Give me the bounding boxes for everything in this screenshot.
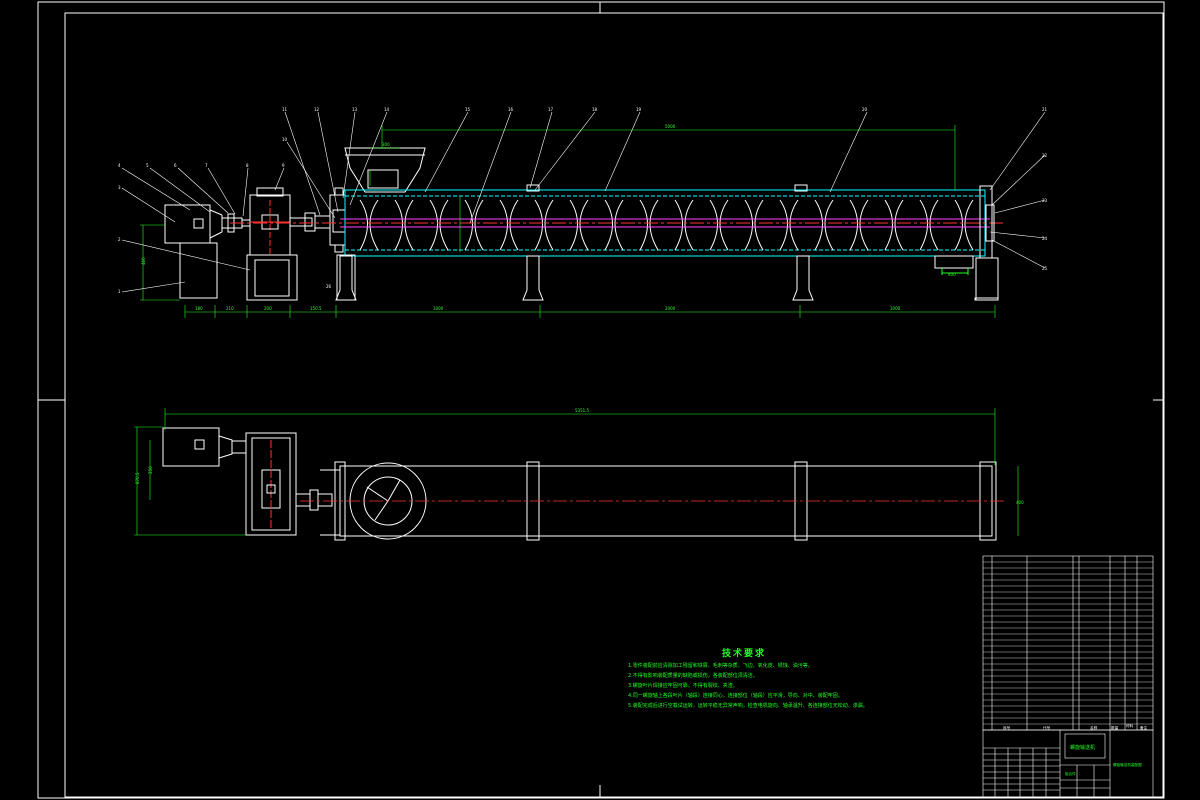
svg-text:10: 10 <box>282 137 288 142</box>
svg-text:7: 7 <box>205 163 208 168</box>
svg-text:24: 24 <box>1042 236 1048 241</box>
header-material: 材料 <box>1126 723 1134 728</box>
drive-end-flange <box>329 187 356 301</box>
tech-note-5: 5.装配完成后进行空载试运转，运转平稳无异常声响，检查电机旋向、轴承温升、各连接… <box>628 702 868 709</box>
part-balloons-front <box>121 111 1046 293</box>
front-section-view: 5000 300 460 180 210 200 150.5 1000 2000… <box>118 107 1048 318</box>
svg-text:5351.5: 5351.5 <box>575 408 589 413</box>
gear-reducer <box>246 187 298 301</box>
svg-text:26: 26 <box>326 284 332 289</box>
svg-text:13: 13 <box>352 107 358 112</box>
svg-text:300: 300 <box>382 142 390 147</box>
trough-supports <box>335 255 814 301</box>
svg-text:21: 21 <box>1042 107 1048 112</box>
svg-text:18: 18 <box>592 107 598 112</box>
svg-text:2000: 2000 <box>665 306 676 311</box>
header-qty: 数量 <box>1111 725 1119 730</box>
coupling-shaft <box>289 212 331 232</box>
drawing-frame <box>37 1 1165 799</box>
tail-end-flange <box>974 185 999 301</box>
svg-text:250: 250 <box>148 466 153 474</box>
svg-text:20: 20 <box>862 107 868 112</box>
tech-requirements-title: 技术要求 <box>722 647 766 659</box>
dimension-lines-front <box>140 125 996 318</box>
svg-text:400: 400 <box>948 272 956 277</box>
svg-text:4: 4 <box>118 163 121 168</box>
parts-list-table <box>982 555 1154 731</box>
svg-text:210: 210 <box>226 306 234 311</box>
svg-text:1000: 1000 <box>433 306 444 311</box>
outlet-spout <box>934 255 974 275</box>
part-name: 螺旋输送机 <box>1070 744 1095 751</box>
svg-text:6: 6 <box>174 163 177 168</box>
dimension-values-top: 5351.5 870.5 250 400 <box>135 408 1024 505</box>
svg-text:2: 2 <box>118 237 121 242</box>
inlet-hopper <box>344 147 426 193</box>
parts-list-header: 序号 代号 名称 数量 材料 备注 <box>1003 723 1148 730</box>
drawing-title: 螺旋输送机装配图 <box>1113 762 1142 767</box>
svg-text:17: 17 <box>548 107 554 112</box>
svg-text:14: 14 <box>384 107 390 112</box>
svg-text:22: 22 <box>1042 153 1048 158</box>
top-plan-view: 5351.5 870.5 250 400 <box>134 408 1024 541</box>
title-block <box>982 729 1154 798</box>
header-index: 序号 <box>1003 725 1011 730</box>
dimension-lines-top <box>134 408 1019 536</box>
svg-text:460: 460 <box>141 257 146 265</box>
svg-text:400: 400 <box>1016 500 1024 505</box>
title-block-text: 螺旋输送机 螺旋输送机装配图 组合件 <box>1065 744 1142 776</box>
svg-text:180: 180 <box>195 306 203 311</box>
reducer-top <box>245 432 297 536</box>
header-code: 代号 <box>1043 725 1051 730</box>
tech-note-1: 1.零件装配前应清除加工残留和铁屑、毛刺等杂质、飞边、氧化皮、锈蚀、油污等。 <box>628 662 813 669</box>
tech-note-4: 4.同一螺旋轴上各段叶片（轴段）连接同心，连接部位（轴段）应平滑，导向、对中、装… <box>628 692 843 699</box>
svg-text:19: 19 <box>636 107 642 112</box>
svg-text:23: 23 <box>1042 198 1048 203</box>
coupling-top <box>295 469 341 536</box>
svg-text:5000: 5000 <box>665 124 676 129</box>
svg-text:11: 11 <box>282 107 288 112</box>
svg-text:12: 12 <box>314 107 320 112</box>
screw-helix <box>359 199 974 251</box>
tech-note-3: 3.螺旋叶片焊接应牢固可靠，不得有裂纹、夹渣。 <box>628 682 738 689</box>
svg-text:150.5: 150.5 <box>310 306 322 311</box>
svg-text:9: 9 <box>282 163 285 168</box>
hanger-bearings <box>526 184 808 192</box>
technical-requirements: 技术要求 1.零件装配前应清除加工残留和铁屑、毛刺等杂质、飞边、氧化皮、锈蚀、油… <box>628 647 868 709</box>
motor-top <box>162 427 247 467</box>
header-name: 名称 <box>1090 725 1098 730</box>
svg-text:1000: 1000 <box>890 306 901 311</box>
svg-text:16: 16 <box>508 107 514 112</box>
screw-shaft <box>230 218 1005 228</box>
svg-text:25: 25 <box>1042 266 1048 271</box>
svg-text:8: 8 <box>246 163 249 168</box>
svg-text:870.5: 870.5 <box>135 472 140 484</box>
svg-text:200: 200 <box>264 306 272 311</box>
tech-note-2: 2.不得有影响装配质量的缺陷或损伤，各装配部位须清洁。 <box>628 672 758 679</box>
svg-text:3: 3 <box>118 185 121 190</box>
part-balloon-labels-front: 4 5 6 7 8 9 3 2 1 11 10 12 13 14 15 16 1… <box>118 107 1048 294</box>
svg-text:5: 5 <box>146 163 149 168</box>
material-label: 组合件 <box>1065 771 1076 776</box>
svg-text:1: 1 <box>118 289 121 294</box>
header-remark: 备注 <box>1140 725 1148 730</box>
svg-text:15: 15 <box>465 107 471 112</box>
dimension-values-front: 5000 300 460 180 210 200 150.5 1000 2000… <box>141 124 956 311</box>
